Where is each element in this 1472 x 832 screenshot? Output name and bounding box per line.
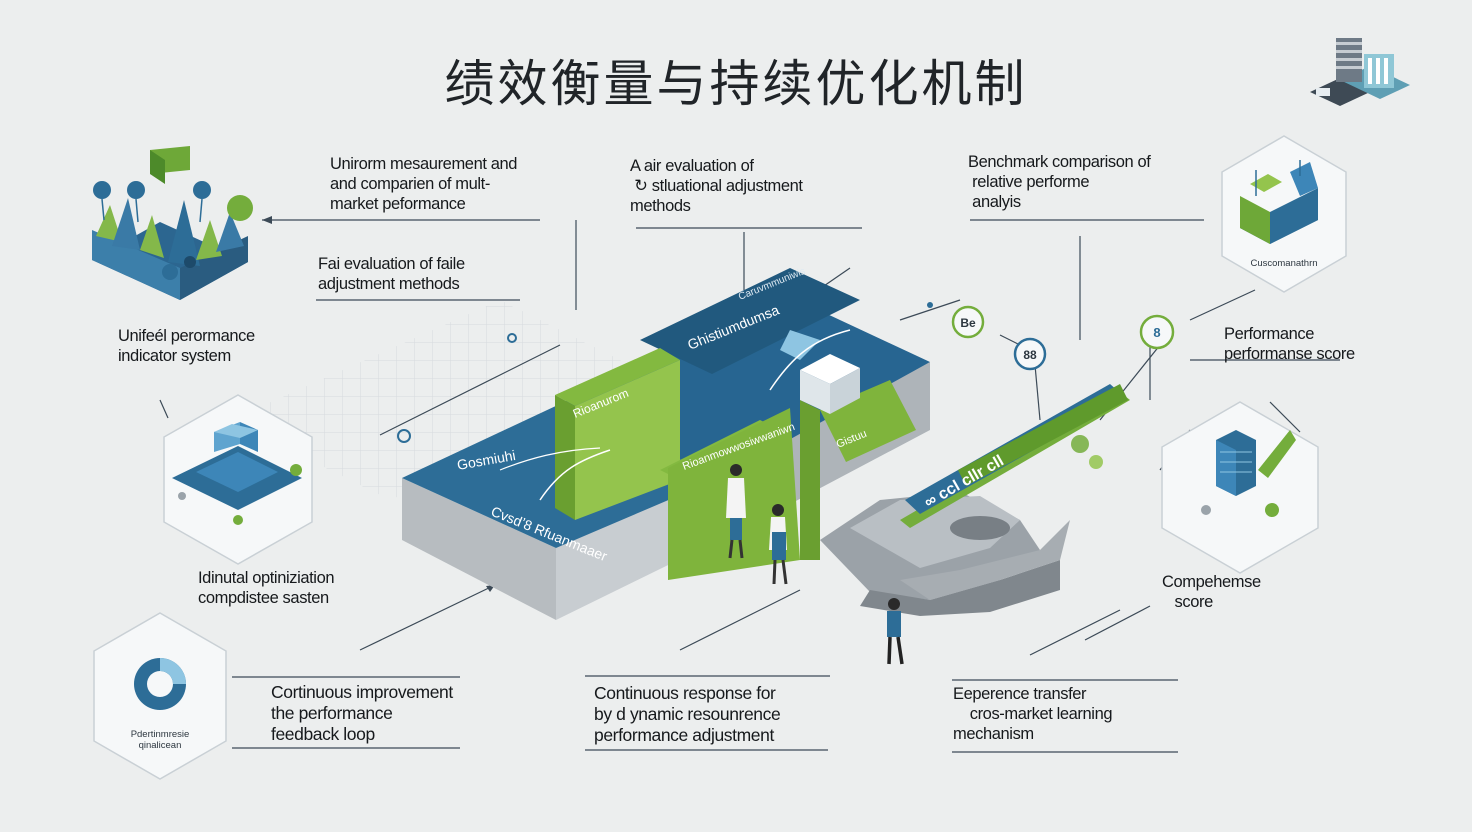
badge-group <box>951 305 1175 469</box>
badge-2-text: 88 <box>1023 348 1037 362</box>
comprehensive-hex <box>1161 401 1319 574</box>
gray-loop-structure <box>820 492 1070 616</box>
label-experience-transfer: Eeperence transfer cros-market learning … <box>953 685 1113 743</box>
label-fair-evaluation-top: A air evaluation of ↻ stluational adjust… <box>630 157 803 215</box>
label-continuous-response: Continuous response for by d ynamic reso… <box>594 683 781 745</box>
benchmark-hex-caption: Cuscomanathrn <box>1250 258 1318 269</box>
label-uniform-measurement: Unirorm mesaurement and and comparien of… <box>330 155 518 213</box>
feedback-hex-caption: Pdertinmresie qinalicean <box>130 729 190 751</box>
page-title: 绩效衡量与持续优化机制 <box>444 55 1028 113</box>
optimization-hex <box>163 394 313 565</box>
label-unified-indicator: Unifeél perormance indicator system <box>118 327 255 365</box>
person-figure-1 <box>726 464 746 559</box>
badge-1-text: Be <box>960 316 976 330</box>
main-isometric-block <box>397 268 933 620</box>
label-continuous-improvement: Cortinuous improvement the performance f… <box>271 682 453 744</box>
feedback-hex <box>93 612 227 780</box>
label-performance-score: Performance performanse score <box>1224 325 1355 363</box>
label-comprehensive-score: Compehemse score <box>1162 573 1261 611</box>
benchmark-hex <box>1221 135 1347 293</box>
person-figure-2 <box>769 504 788 585</box>
label-optimization-system: Idinutal optiniziation compdistee sasten <box>198 569 335 607</box>
green-ribbon <box>900 384 1130 528</box>
server-stack-icon <box>1310 38 1410 106</box>
label-benchmark: Benchmark comparison of relative perform… <box>968 153 1151 211</box>
person-figure-3 <box>887 598 904 665</box>
city-skyline-icon <box>92 146 253 300</box>
background-grid <box>230 300 660 500</box>
badge-3-text: 8 <box>1153 325 1160 340</box>
label-fair-evaluation-left: Fai evaluation of faile adjustment metho… <box>318 255 465 293</box>
